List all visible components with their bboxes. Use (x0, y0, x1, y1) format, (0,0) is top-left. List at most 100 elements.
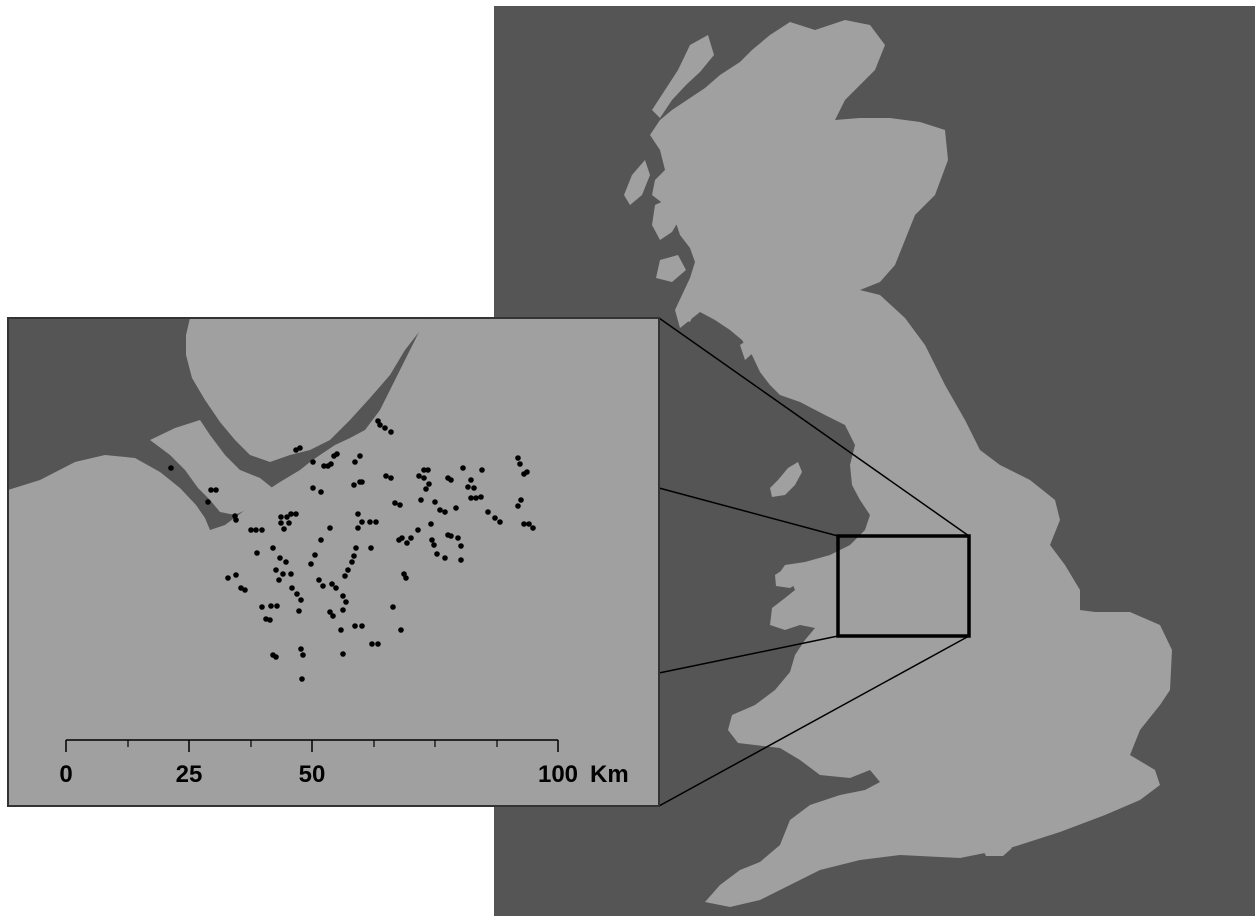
site-point-70 (368, 545, 374, 551)
site-point-33 (280, 571, 286, 577)
site-point-21 (273, 654, 279, 660)
site-point-107 (423, 486, 429, 492)
scale-label-0: 0 (59, 761, 72, 788)
site-point-7 (225, 575, 231, 581)
site-point-110 (428, 521, 434, 527)
site-point-142 (526, 521, 532, 527)
site-point-123 (458, 557, 464, 563)
inset-land-wales (8, 318, 659, 806)
inset-map: 0 25 50 100 Km (7, 317, 660, 807)
site-point-129 (473, 495, 479, 501)
site-point-147 (408, 535, 414, 541)
site-point-79 (359, 623, 365, 629)
site-point-143 (530, 525, 536, 531)
site-point-114 (437, 507, 443, 513)
site-point-115 (442, 509, 448, 515)
isle-of-man (770, 462, 802, 497)
site-point-65 (353, 545, 359, 551)
site-point-109 (415, 527, 421, 533)
site-point-13 (259, 527, 265, 533)
site-point-47 (318, 489, 324, 495)
site-point-132 (485, 509, 491, 515)
site-point-84 (357, 453, 363, 459)
scale-label-100: 100 (538, 761, 578, 788)
site-point-135 (515, 455, 521, 461)
site-point-50 (328, 461, 334, 467)
site-point-103 (421, 467, 427, 473)
site-point-73 (340, 607, 346, 613)
scale-unit: Km (590, 761, 629, 788)
site-point-59 (329, 581, 335, 587)
site-point-18 (274, 603, 280, 609)
site-point-76 (338, 627, 344, 633)
site-point-121 (455, 535, 461, 541)
site-point-41 (300, 652, 306, 658)
site-point-128 (468, 495, 474, 501)
site-point-26 (288, 511, 294, 517)
inset-land-wirral (150, 420, 275, 515)
site-point-30 (277, 555, 283, 561)
mull-island (656, 255, 686, 282)
site-point-23 (278, 514, 284, 520)
site-point-69 (373, 519, 379, 525)
site-point-29 (270, 545, 276, 551)
isle-of-wight (982, 843, 1012, 856)
site-point-27 (293, 511, 299, 517)
site-point-11 (248, 527, 254, 533)
site-point-118 (453, 505, 459, 511)
site-point-38 (298, 597, 304, 603)
connector-line-1 (658, 317, 970, 537)
site-point-139 (518, 497, 524, 503)
site-point-98 (390, 604, 396, 610)
site-point-141 (521, 521, 527, 527)
site-point-15 (259, 604, 265, 610)
site-point-17 (268, 603, 274, 609)
site-point-89 (388, 429, 394, 435)
site-point-144 (442, 555, 448, 561)
site-point-63 (349, 559, 355, 565)
zoom-connectors (658, 317, 970, 807)
site-point-87 (377, 422, 383, 428)
hebrides-island-north (652, 35, 714, 118)
scale-label-25: 25 (176, 761, 203, 788)
site-point-88 (382, 425, 388, 431)
site-point-6 (233, 517, 239, 523)
site-point-130 (478, 494, 484, 500)
scale-bar: 0 25 50 100 Km (59, 739, 629, 788)
site-point-108 (418, 497, 424, 503)
connector-line-4 (658, 635, 970, 807)
site-point-36 (289, 585, 295, 591)
site-point-40 (298, 646, 304, 652)
site-point-44 (297, 445, 303, 451)
site-point-60 (333, 585, 339, 591)
site-point-140 (515, 503, 521, 509)
site-point-101 (375, 641, 381, 647)
site-point-74 (327, 609, 333, 615)
site-point-58 (320, 583, 326, 589)
site-point-104 (425, 467, 431, 473)
site-point-138 (524, 469, 530, 475)
hebrides-island-south (624, 160, 650, 205)
inset-land-lancashire (186, 318, 430, 462)
site-point-145 (434, 551, 440, 557)
site-point-83 (352, 459, 358, 465)
site-point-39 (296, 608, 302, 614)
arran-island (740, 338, 754, 360)
site-point-81 (351, 482, 357, 488)
site-point-100 (369, 641, 375, 647)
site-point-85 (359, 479, 365, 485)
site-point-24 (284, 514, 290, 520)
islay-jura-island (680, 290, 698, 322)
site-point-68 (367, 519, 373, 525)
site-point-113 (432, 499, 438, 505)
site-point-125 (465, 484, 471, 490)
site-point-2 (208, 487, 214, 493)
site-point-131 (479, 467, 485, 473)
site-point-75 (330, 613, 336, 619)
site-point-97 (403, 575, 409, 581)
site-point-124 (460, 465, 466, 471)
site-point-78 (352, 623, 358, 629)
site-point-28 (286, 520, 292, 526)
site-point-34 (288, 571, 294, 577)
